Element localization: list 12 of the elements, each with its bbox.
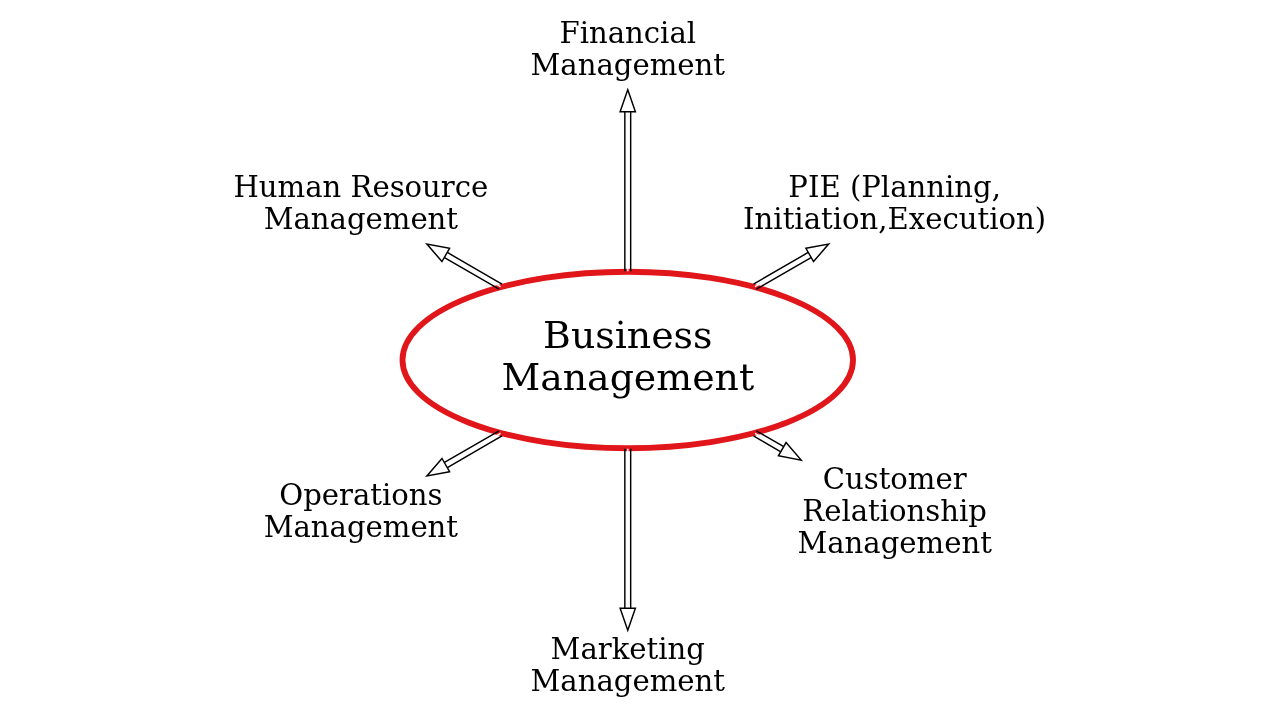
node-text: Human Resource Management [232, 170, 488, 237]
arrow [424, 430, 503, 478]
arrow [618, 87, 636, 272]
node-text: Operations Management [263, 478, 458, 545]
arrow [618, 448, 636, 633]
node-text: Financial Management [530, 16, 725, 83]
arrow [752, 430, 803, 462]
node-text: PIE (Planning, Initiation,Execution) [742, 170, 1046, 237]
arrow [752, 242, 831, 290]
node-text: Marketing Management [530, 632, 725, 699]
arrow [424, 242, 503, 290]
node-text: Customer Relationship Management [796, 462, 992, 561]
